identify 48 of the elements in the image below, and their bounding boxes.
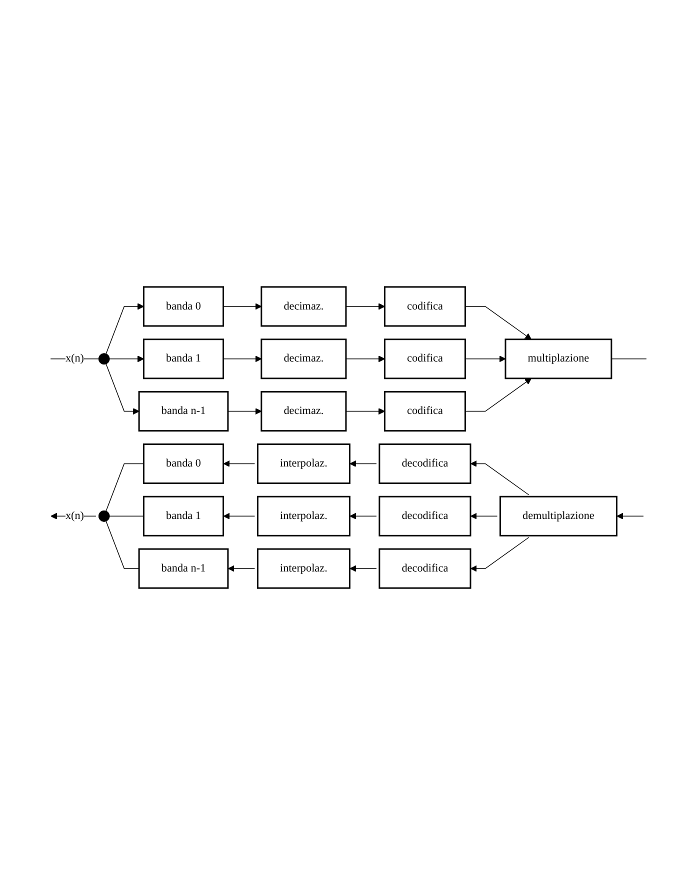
arrow — [464, 306, 532, 340]
node-box: banda 1 — [142, 496, 224, 537]
arrow — [223, 513, 256, 520]
arrow — [222, 304, 262, 310]
node-box: decodifica — [378, 548, 472, 590]
node-box: multiplazione — [504, 339, 612, 380]
arrow — [350, 460, 377, 468]
node-box: decimaz. — [260, 286, 347, 328]
node-box: codifica — [384, 392, 466, 432]
node-box: banda 1 — [142, 339, 224, 380]
node-box: banda 0 — [142, 444, 224, 484]
arrow — [346, 356, 385, 363]
node-box: interpolaz. — [256, 548, 350, 590]
arrow — [470, 538, 530, 572]
node-box: decimaz. — [260, 339, 347, 380]
node-box: demultiplazione — [499, 496, 618, 537]
node-box: interpolaz. — [256, 496, 350, 537]
connector — [106, 521, 140, 570]
connector — [108, 516, 144, 517]
node-box: decodifica — [378, 496, 472, 537]
node-box: codifica — [384, 339, 466, 380]
arrow — [470, 513, 498, 520]
node-box: banda n-1 — [138, 392, 229, 432]
node-box: decimaz. — [260, 392, 347, 432]
arrow — [223, 460, 256, 468]
node-box: codifica — [384, 286, 466, 328]
arrow — [106, 364, 140, 416]
arrow — [346, 408, 385, 416]
arrow — [106, 304, 144, 355]
connector — [611, 359, 647, 360]
arrow — [346, 304, 385, 310]
arrow — [222, 356, 262, 363]
node-box: banda 0 — [142, 286, 224, 328]
arrow — [616, 513, 644, 520]
arrow — [350, 566, 377, 572]
edge-label: x(n) — [65, 510, 84, 522]
arrow — [108, 356, 144, 363]
arrow — [350, 513, 377, 520]
edge-label: x(n) — [65, 353, 84, 366]
arrow — [228, 566, 256, 572]
arrow — [470, 460, 530, 496]
node-box: decodifica — [378, 444, 472, 484]
arrow — [464, 378, 532, 412]
arrow — [464, 356, 506, 363]
connector — [106, 464, 144, 512]
arrow — [228, 408, 262, 416]
node-box: banda n-1 — [138, 548, 229, 590]
node-box: interpolaz. — [256, 444, 350, 484]
